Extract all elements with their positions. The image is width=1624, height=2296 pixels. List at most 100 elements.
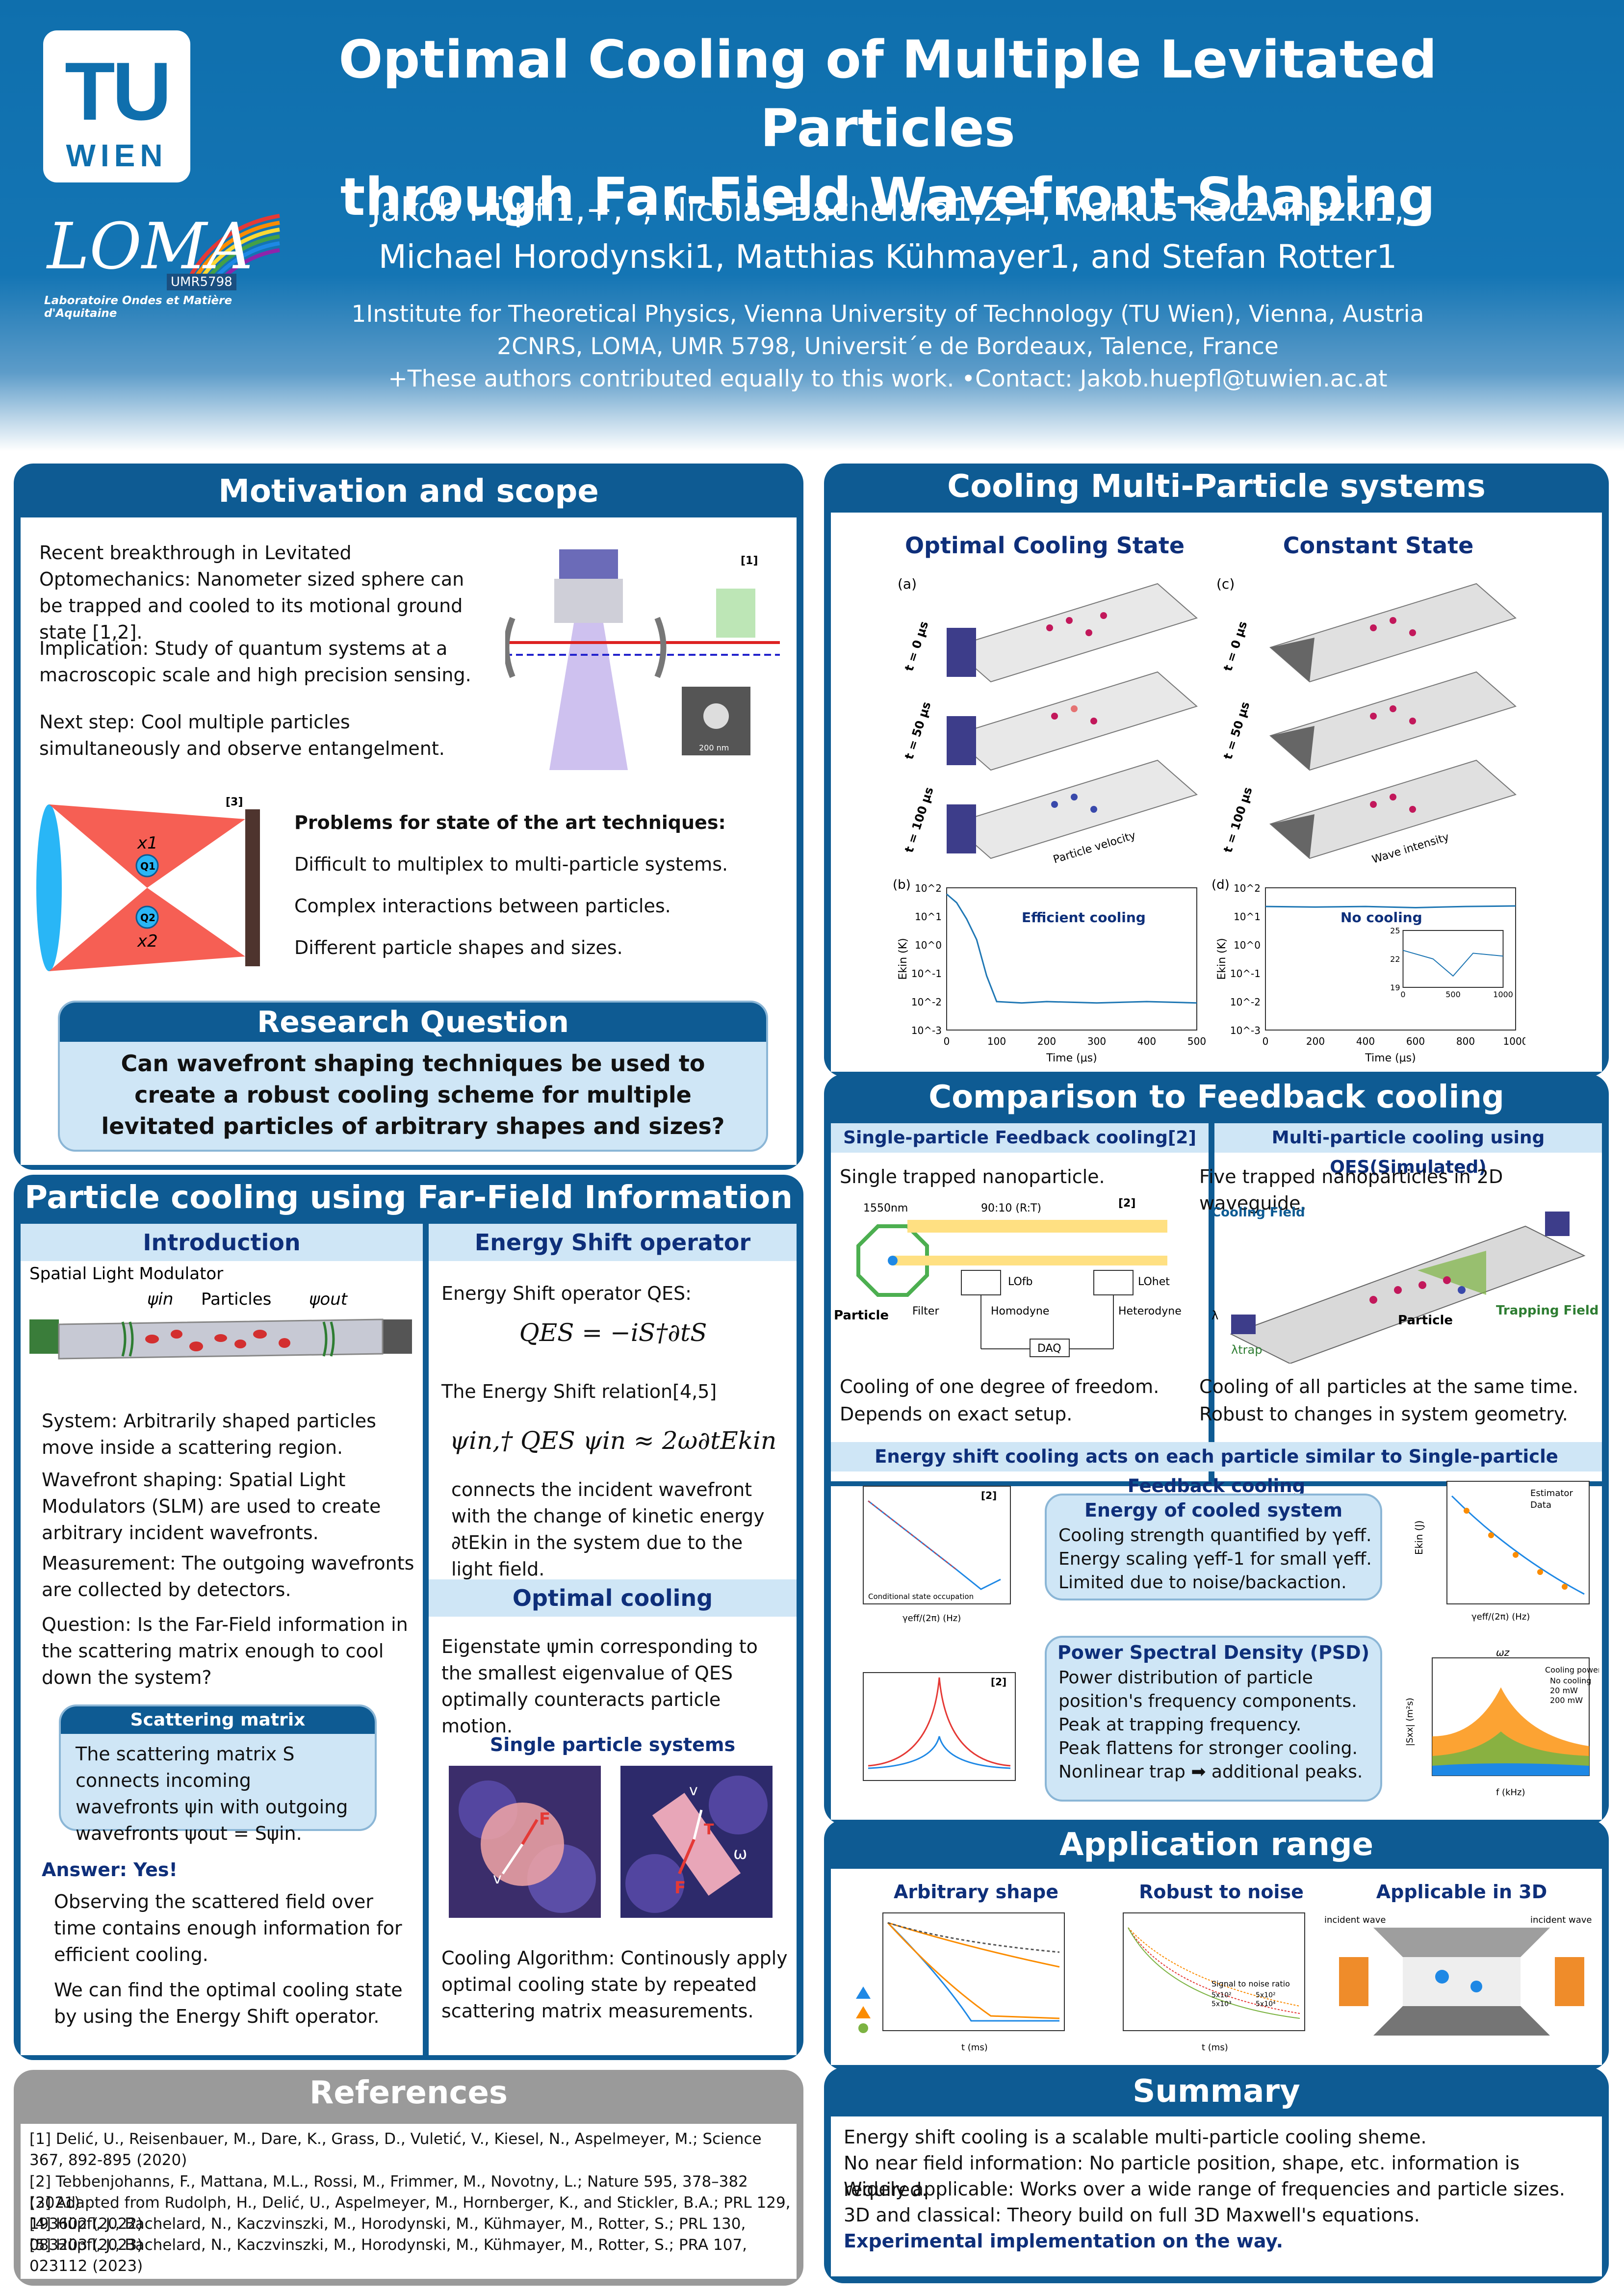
- t50-label-c: t = 50 μs: [1221, 700, 1252, 761]
- multi-bullet-1: Five trapped nanoparticles in 2D wavegui…: [1199, 1166, 1503, 1214]
- t0-label-c: t = 0 μs: [1221, 619, 1250, 673]
- psd-box: Power Spectral Density (PSD) Power distr…: [1045, 1636, 1382, 1802]
- fig1-scale: 200 nm: [699, 743, 729, 752]
- references-title: References: [309, 2075, 508, 2111]
- summary-body: [831, 2116, 1602, 2276]
- answer-yes: Answer: Yes!: [42, 1859, 178, 1881]
- energy-shift-banner: Energy shift cooling acts on each partic…: [831, 1442, 1602, 1496]
- fig-omega-label: ω: [733, 1844, 747, 1863]
- panel-a-label: (a): [898, 576, 917, 592]
- energy-point-2: Energy scaling γeff-1 for small γeff.: [1058, 1549, 1372, 1569]
- summary-point-3: Widely applicable: Works over a wide ran…: [844, 2178, 1565, 2200]
- logo-wien-text: WIEN: [66, 138, 168, 173]
- energy-shift-equation-1: QES = −iS†∂tS: [519, 1318, 707, 1347]
- fig-no-cooling-legend: No cooling: [1550, 1676, 1591, 1685]
- reference-2: [2] Tebbenjohanns, F., Mattana, M.L., Ro…: [29, 2173, 748, 2212]
- single-bullet-3: Depends on exact setup.: [840, 1403, 1073, 1425]
- cooling-algorithm-bullet: Cooling Algorithm: Continously apply opt…: [441, 1947, 788, 2022]
- chart-annotation-0: Efficient cooling: [1022, 909, 1146, 926]
- chart-series-line-0: [946, 893, 1197, 1004]
- fig-lambda: λ: [1212, 1309, 1218, 1322]
- arbitrary-shape-chart: t (ms): [856, 1912, 1065, 2053]
- summary-point-2: No near field information: No particle p…: [844, 2152, 1520, 2200]
- summary-point-1: Energy shift cooling is a scalable multi…: [844, 2126, 1427, 2148]
- scattering-matrix-box: Scattering matrix The scattering matrix …: [59, 1704, 377, 1844]
- chart-inset-xtick-1: 500: [1445, 990, 1461, 999]
- answer-point-1: Observing the scattered field over time …: [54, 1891, 402, 1965]
- chart-xtick-0-3: 300: [1087, 1035, 1106, 1047]
- chart-ylabel-1: Ekin (K): [1216, 938, 1228, 980]
- fig-F-label-1: F: [539, 1809, 550, 1829]
- chart-series-line-1: [1265, 905, 1516, 909]
- scattering-matrix-title: Scattering matrix: [61, 1706, 375, 1734]
- chart-ytick-0-3: 10^-1: [911, 968, 942, 980]
- multi-particle-qes-title: Multi-particle cooling using QES(Simulat…: [1214, 1123, 1602, 1177]
- energy-point-3: Limited due to noise/backaction.: [1058, 1573, 1347, 1593]
- fig-snr-1: 5x10²: [1212, 1991, 1232, 1999]
- answer-point-2: We can find the optimal cooling state by…: [54, 1979, 403, 2027]
- chart-inset-line-1: [1403, 950, 1503, 977]
- logo-tu-text: TU: [65, 45, 172, 137]
- fig-ref2-setup: [2]: [1118, 1197, 1135, 1210]
- chart-plot-area-0: [946, 887, 1197, 1031]
- t50-label-a: t = 50 μs: [902, 700, 933, 761]
- psd-point-2: Peak at trapping frequency.: [1058, 1715, 1302, 1735]
- fig-particle-multi: Particle: [1398, 1313, 1453, 1328]
- references-panel: References: [14, 2070, 803, 2286]
- constant-state-title: Constant State: [1283, 532, 1474, 559]
- single-particle-field-figure-1: F v: [449, 1766, 601, 1918]
- single-bullet-1: Single trapped nanoparticle.: [840, 1166, 1105, 1187]
- chart-ytick-1-0: 10^2: [1234, 882, 1261, 894]
- waveguide-particles-figure: Spatial Light Modulator Particles ψin ψo…: [29, 1265, 412, 1360]
- optimal-cooling-subtitle: Optimal cooling: [429, 1579, 797, 1617]
- fig-lohet: LOhet: [1138, 1276, 1170, 1288]
- fig-daq: DAQ: [1037, 1342, 1061, 1355]
- comparison-title: Comparison to Feedback cooling: [928, 1079, 1504, 1115]
- fig-eff-xlabel-2: γeff/(2π) (Hz): [1471, 1612, 1530, 1622]
- fig-estimator: Estimator: [1530, 1488, 1573, 1498]
- farfield-title: Particle cooling using Far-Field Informa…: [25, 1180, 793, 1216]
- problems-heading: Problems for state of the art techniques…: [294, 812, 726, 833]
- psd-point-1: Power distribution of particle position'…: [1058, 1668, 1357, 1711]
- chart-ytick-0-1: 10^1: [915, 911, 942, 923]
- chart-ylabel-0: Ekin (K): [897, 938, 909, 980]
- fig-ref2-psd: [2]: [991, 1676, 1006, 1688]
- fig1-ref: [1]: [741, 555, 758, 567]
- chart-inset-ytick-0: 25: [1390, 926, 1400, 935]
- title-line-2: through Far-Field Wavefront-Shaping: [340, 167, 1436, 227]
- summary-point-4: 3D and classical: Theory build on full 3…: [844, 2204, 1420, 2226]
- affiliations: 1Institute for Theoretical Physics, Vien…: [314, 298, 1462, 395]
- energy-shift-bullet-2: The Energy Shift relation[4,5]: [441, 1381, 717, 1402]
- chart-xlabel-1: Time (μs): [1365, 1052, 1416, 1064]
- snapshot-c-t0: [1269, 583, 1517, 683]
- chart-xtick-0-2: 200: [1037, 1035, 1056, 1047]
- poster-title: Optimal Cooling of Multiple Levitated Pa…: [211, 26, 1565, 232]
- chart-xtick-1-2: 400: [1356, 1035, 1375, 1047]
- fig-conditional-state: Conditional state occupation: [868, 1592, 974, 1601]
- logo-loma-text: LOMA: [47, 209, 253, 284]
- motivation-bullet-3: Next step: Cool multiple particles simul…: [39, 711, 445, 759]
- three-d-figure: incident wave incident wave: [1324, 1915, 1592, 2036]
- wave-intensity-label-c: Wave intensity: [1370, 831, 1450, 866]
- reference-3: [3] Adapted from Rudolph, H., Delić, U.,…: [29, 2194, 791, 2233]
- robust-noise-title: Robust to noise: [1139, 1881, 1304, 1903]
- fig-20mw: 20 mW: [1550, 1686, 1578, 1695]
- multi-bullet-3: Robust to changes in system geometry.: [1199, 1403, 1568, 1425]
- chart-inset-ytick-2: 19: [1390, 983, 1400, 992]
- multi-particle-title: Cooling Multi-Particle systems: [947, 468, 1486, 505]
- single-particle-field-figure-2: v T F ω: [620, 1766, 773, 1918]
- t100-label-a: t = 100 μs: [902, 785, 936, 854]
- energy-shift-equation-2: ψin,† QES ψin ≈ 2ω∂tEkin: [449, 1426, 777, 1455]
- fig-ratio: 90:10 (R:T): [981, 1202, 1041, 1214]
- logo-lab-text: Laboratoire Ondes et Matière d'Aquitaine: [44, 294, 232, 320]
- affiliation-2: 2CNRS, LOMA, UMR 5798, Universit´e de Bo…: [497, 333, 1279, 360]
- fig3-ref: [3]: [226, 796, 243, 808]
- bullet-wavefront: Wavefront shaping: Spatial Light Modulat…: [42, 1469, 381, 1544]
- slm-label: Spatial Light Modulator: [29, 1265, 223, 1284]
- bullet-system: System: Arbitrarily shaped particles mov…: [42, 1410, 376, 1458]
- energy-point-1: Cooling strength quantified by γeff.: [1058, 1525, 1372, 1546]
- occupation-chart: [2] Conditional state occupation γeff/(2…: [863, 1486, 1011, 1624]
- fig-particle-single: Particle: [834, 1308, 889, 1323]
